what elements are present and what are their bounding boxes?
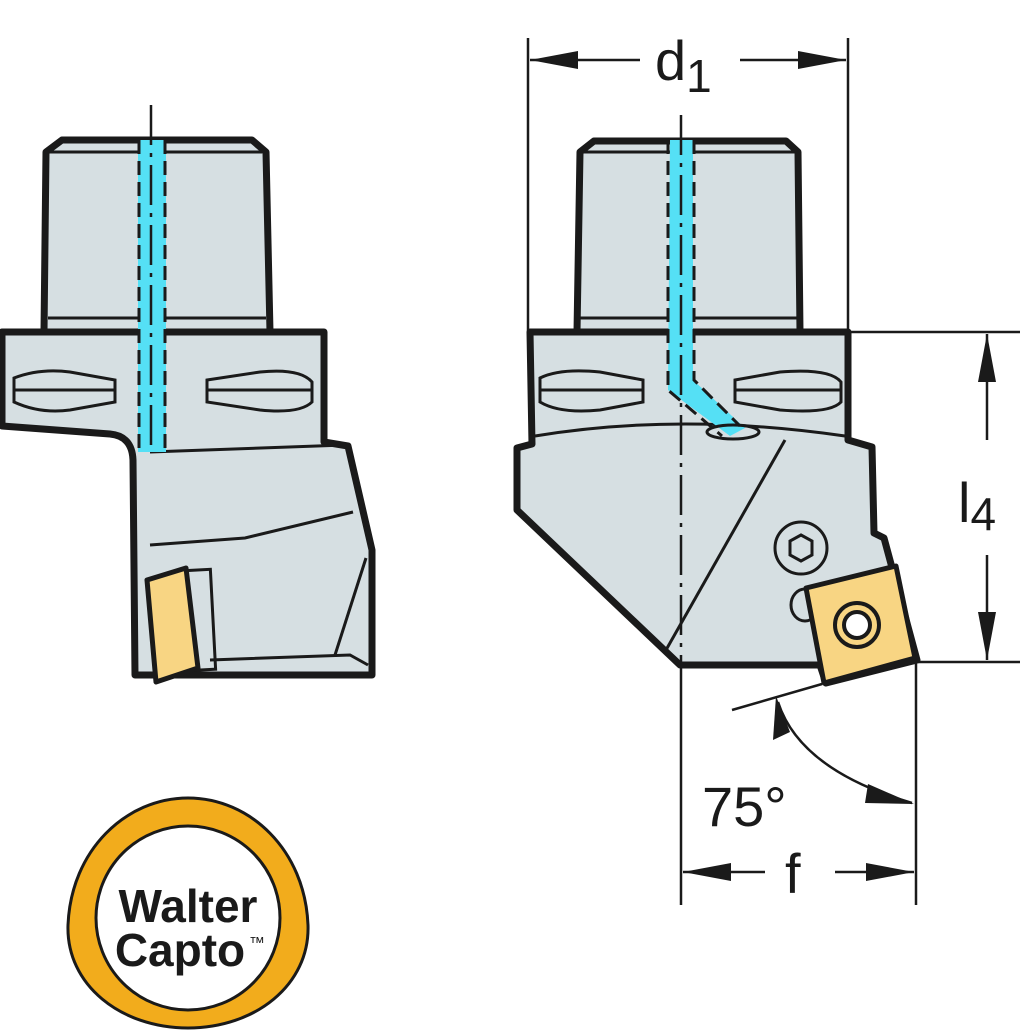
side-view-tool xyxy=(0,105,376,685)
label-d1: d1 xyxy=(655,29,712,102)
dimension-lines xyxy=(526,38,1020,905)
logo-trademark: ™ xyxy=(249,935,265,952)
dimension-labels: d1 l4 75° f xyxy=(655,29,996,905)
cutting-insert xyxy=(144,565,201,685)
label-angle: 75° xyxy=(702,775,787,838)
logo-line2: Capto xyxy=(115,924,245,976)
flange-and-head xyxy=(0,328,376,679)
label-f: f xyxy=(785,842,801,905)
front-view-tool xyxy=(513,115,921,687)
coolant-channel-front xyxy=(668,140,745,436)
walter-capto-logo: Walter Capto ™ xyxy=(66,796,310,1030)
logo-line1: Walter xyxy=(119,880,258,932)
clamp-screw-icon xyxy=(773,520,829,576)
label-l4: l4 xyxy=(958,471,996,540)
